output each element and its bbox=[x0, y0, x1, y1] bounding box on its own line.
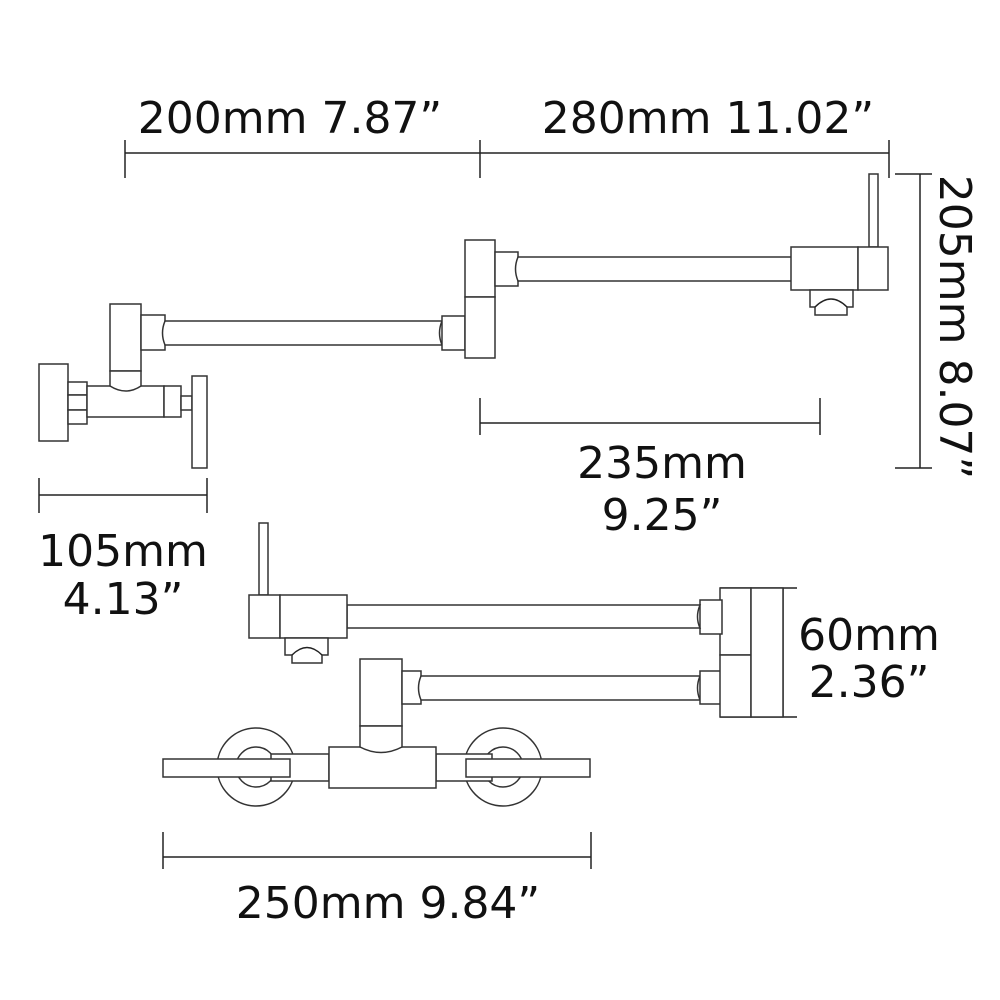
elbow-lower bbox=[719, 654, 752, 718]
riser bbox=[359, 658, 403, 727]
dim-2-36in-label: 2.36” bbox=[809, 657, 930, 708]
spout-cap bbox=[248, 594, 281, 639]
right-handle-bar bbox=[465, 758, 591, 778]
dim-280mm-label: 280mm 11.02” bbox=[542, 93, 874, 144]
swivel-connector bbox=[441, 315, 466, 351]
spout-lever bbox=[258, 522, 269, 596]
spout-body bbox=[790, 246, 859, 291]
side-view-faucet bbox=[38, 173, 889, 469]
dim-line-250 bbox=[162, 832, 592, 869]
dim-line-235 bbox=[479, 398, 821, 435]
dim-200mm-label: 200mm 7.87” bbox=[138, 93, 442, 144]
dim-line-105 bbox=[38, 478, 208, 513]
lower-arm-pipe bbox=[161, 320, 444, 346]
left-handle-bar bbox=[162, 758, 291, 778]
spout-body bbox=[279, 594, 348, 639]
nut bbox=[67, 394, 88, 411]
elbow-upper bbox=[464, 239, 496, 298]
mount-body bbox=[328, 746, 437, 789]
elbow-side bbox=[750, 587, 784, 718]
riser-joint bbox=[109, 370, 142, 392]
nut bbox=[67, 409, 88, 425]
aerator-curve bbox=[291, 646, 323, 656]
spout-cap bbox=[857, 246, 889, 291]
elbow-lower bbox=[464, 296, 496, 359]
elbow-upper bbox=[719, 587, 752, 656]
lower-arm-pipe bbox=[417, 675, 702, 701]
swivel-connector bbox=[140, 314, 166, 351]
spout-lever bbox=[868, 173, 879, 248]
aerator bbox=[809, 289, 854, 316]
wall-flange bbox=[191, 375, 208, 469]
valve-handle-knob bbox=[38, 363, 69, 442]
riser-joint bbox=[359, 725, 403, 754]
wall-stub bbox=[180, 395, 193, 411]
upper-arm-pipe bbox=[346, 604, 702, 629]
nut bbox=[67, 381, 88, 396]
aerator-curve bbox=[814, 298, 848, 308]
dim-line-height bbox=[895, 173, 932, 469]
dim-105mm-label: 105mm bbox=[38, 526, 208, 577]
dim-235mm-label: 235mm bbox=[577, 438, 747, 489]
upper-arm-pipe bbox=[514, 256, 793, 282]
valve-collar bbox=[163, 385, 182, 418]
top-view-faucet bbox=[162, 522, 784, 807]
aerator bbox=[284, 637, 329, 664]
swivel-connector bbox=[699, 599, 723, 635]
dim-60mm-label: 60mm bbox=[798, 610, 940, 661]
dim-line-top bbox=[124, 140, 890, 178]
swivel-connector bbox=[699, 670, 723, 705]
dim-205mm-label: 205mm 8.07” bbox=[929, 175, 980, 479]
dim-4-13in-label: 4.13” bbox=[63, 574, 184, 625]
swivel-connector bbox=[494, 251, 519, 287]
dim-9-25in-label: 9.25” bbox=[602, 490, 723, 541]
riser bbox=[109, 303, 142, 372]
dim-250mm-label: 250mm 9.84” bbox=[236, 878, 540, 929]
